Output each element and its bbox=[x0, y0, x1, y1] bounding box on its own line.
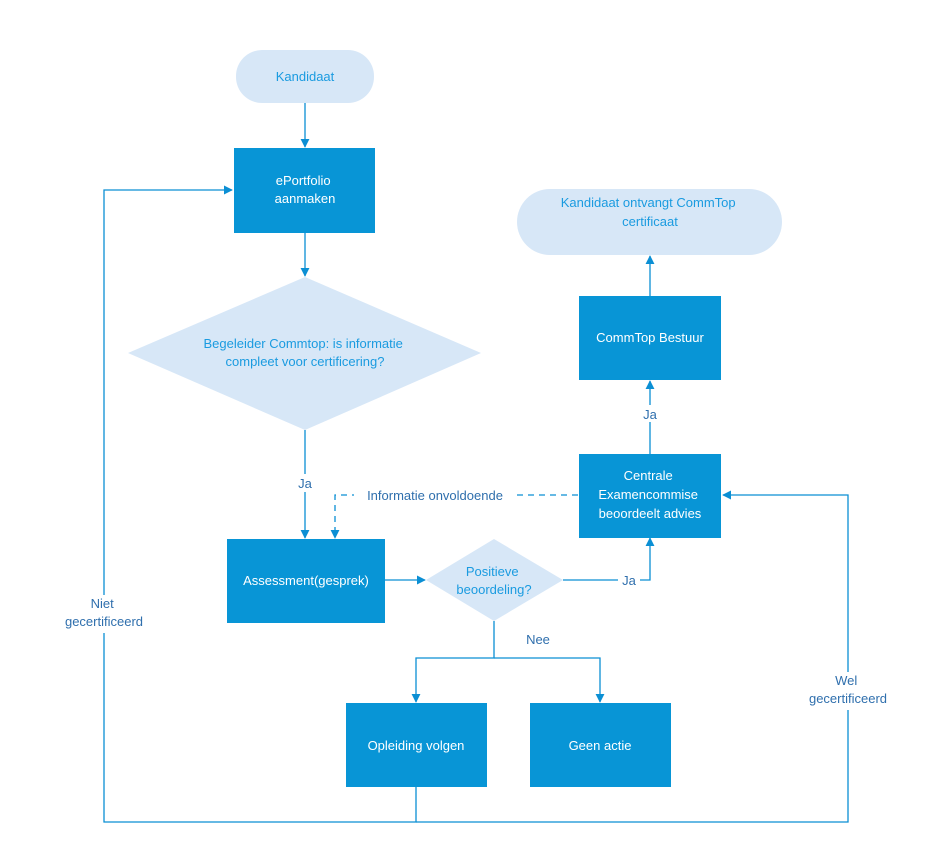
node-positieve-label: Positieve beoordeling? bbox=[456, 564, 531, 597]
label-ja-positieve: Ja bbox=[622, 573, 637, 588]
label-niet-line-1: Niet bbox=[91, 596, 115, 611]
node-centrale-line-1: Centrale bbox=[624, 468, 673, 483]
node-geen-actie-label: Geen actie bbox=[569, 738, 632, 753]
node-ontvangt-line-2: certificaat bbox=[622, 214, 678, 229]
edge-wel-gecertificeerd bbox=[416, 490, 849, 823]
node-assessment-label: Assessment(gesprek) bbox=[243, 573, 369, 588]
label-bg-ja-begeleider bbox=[294, 474, 316, 492]
node-centrale-line-2: Examencommise bbox=[598, 487, 698, 502]
node-centrale-line-3: beoordeelt advies bbox=[599, 506, 702, 521]
label-informatie-onvoldoende: Informatie onvoldoende bbox=[367, 488, 503, 503]
edge-positieve-centrale bbox=[563, 537, 655, 581]
node-begeleider-label: Begeleider Commtop: is informatie comple… bbox=[203, 336, 406, 369]
label-bg-ja-positieve bbox=[618, 572, 640, 589]
node-positieve bbox=[426, 539, 563, 621]
node-geen-actie bbox=[530, 703, 671, 787]
node-ontvangt-label: Kandidaat ontvangt CommTop certificaat bbox=[561, 195, 740, 229]
label-nee: Nee bbox=[526, 632, 550, 647]
node-opleiding-label: Opleiding volgen bbox=[368, 738, 465, 753]
node-ontvangt bbox=[517, 189, 782, 255]
label-wel-line-1: Wel bbox=[835, 673, 857, 688]
node-bestuur-label: CommTop Bestuur bbox=[596, 330, 704, 345]
label-bg-wel bbox=[804, 672, 894, 710]
node-eportfolio-line-1: ePortfolio bbox=[276, 173, 331, 188]
label-ja-centrale: Ja bbox=[643, 407, 658, 422]
node-begeleider bbox=[128, 277, 481, 430]
node-assessment bbox=[227, 539, 385, 623]
label-ja-begeleider: Ja bbox=[298, 476, 313, 491]
label-bg-informatie bbox=[354, 487, 516, 504]
node-eportfolio bbox=[234, 148, 375, 233]
label-wel-line-2: gecertificeerd bbox=[809, 691, 887, 706]
node-kandidaat-label: Kandidaat bbox=[276, 69, 335, 84]
node-kandidaat bbox=[236, 50, 374, 103]
node-eportfolio-label: ePortfolio aanmaken bbox=[275, 173, 336, 206]
label-niet-gecertificeerd: Niet gecertificeerd bbox=[65, 596, 143, 629]
node-positieve-line-1: Positieve bbox=[466, 564, 519, 579]
node-positieve-line-2: beoordeling? bbox=[456, 582, 531, 597]
node-opleiding bbox=[346, 703, 487, 787]
label-niet-line-2: gecertificeerd bbox=[65, 614, 143, 629]
edge-niet-gecertificeerd bbox=[103, 185, 417, 823]
node-begeleider-line-1: Begeleider Commtop: is informatie bbox=[203, 336, 402, 351]
node-centrale bbox=[579, 454, 721, 538]
node-bestuur bbox=[579, 296, 721, 380]
node-ontvangt-line-1: Kandidaat ontvangt CommTop bbox=[561, 195, 736, 210]
label-bg-ja-centrale bbox=[640, 405, 662, 422]
edge-positieve-opleiding bbox=[411, 621, 495, 703]
node-eportfolio-line-2: aanmaken bbox=[275, 191, 336, 206]
label-bg-niet bbox=[62, 595, 152, 633]
node-begeleider-line-2: compleet voor certificering? bbox=[226, 354, 385, 369]
edge-positieve-geen-actie bbox=[494, 657, 605, 703]
node-centrale-label: Centrale Examencommise beoordeelt advies bbox=[598, 468, 701, 521]
label-wel-gecertificeerd: Wel gecertificeerd bbox=[809, 673, 887, 706]
